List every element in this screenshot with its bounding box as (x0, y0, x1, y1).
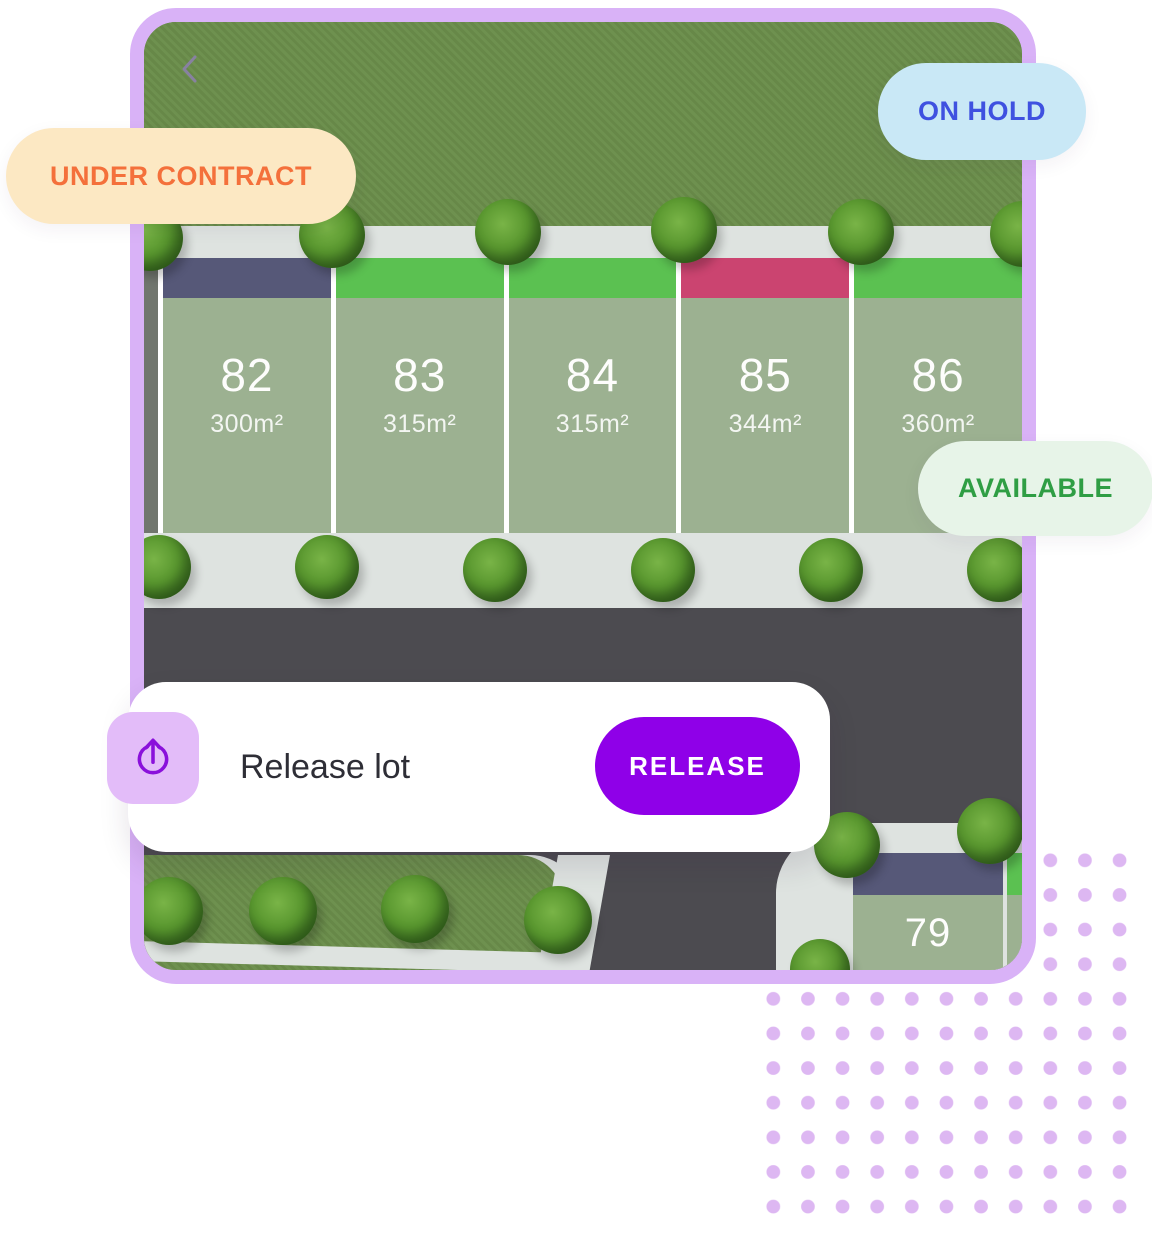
lot-number: 86 (911, 349, 965, 401)
lot-82-status-strip (163, 258, 331, 298)
release-button-label: RELEASE (629, 750, 766, 781)
lot-82-parcel: 82 300m² (163, 298, 331, 533)
lot-82[interactable]: 82 300m² (163, 258, 331, 533)
adjacent-lot-parcel (1007, 895, 1022, 970)
bush (967, 538, 1022, 602)
release-button[interactable]: RELEASE (595, 717, 800, 815)
road-edge (144, 258, 158, 533)
under-contract-badge: UNDER CONTRACT (6, 128, 356, 224)
lot-84[interactable]: 84 315m² (508, 258, 677, 533)
lot-area: 344m² (728, 410, 802, 438)
tree (475, 199, 541, 265)
lot-number: 85 (738, 349, 792, 401)
bush (144, 535, 191, 599)
lot-number: 79 (904, 910, 952, 955)
upload-icon (130, 733, 176, 784)
upload-icon-tile (107, 712, 199, 804)
lot-area: 315m² (555, 410, 630, 438)
lot-86-status-strip (854, 258, 1022, 298)
lot-85-status-strip (681, 258, 850, 298)
bush (799, 538, 863, 602)
tree (828, 199, 894, 265)
tree (651, 197, 717, 263)
lot-85[interactable]: 85 344m² (681, 258, 850, 533)
bush (631, 538, 695, 602)
tree (144, 877, 203, 945)
tree (957, 798, 1022, 864)
bush (463, 538, 527, 602)
lot-84-parcel: 84 315m² (508, 298, 677, 533)
tree (381, 875, 449, 943)
sidewalk-bottom (144, 533, 1022, 608)
back-button[interactable] (170, 48, 210, 92)
available-label: AVAILABLE (958, 473, 1113, 503)
lot-area: 360m² (901, 410, 975, 438)
lot-area: 300m² (210, 410, 284, 438)
lot-area: 315m² (383, 410, 457, 438)
lot-number: 83 (393, 349, 447, 401)
on-hold-label: ON HOLD (918, 96, 1046, 126)
lot-85-parcel: 85 344m² (681, 298, 850, 533)
lot-79-parcel[interactable]: 79 (853, 895, 1003, 970)
lot-83-status-strip (335, 258, 504, 298)
lot-number: 82 (220, 349, 274, 401)
under-contract-label: UNDER CONTRACT (50, 160, 312, 191)
release-lot-title: Release lot (240, 747, 411, 786)
chevron-left-icon (177, 52, 203, 89)
lot-84-status-strip (508, 258, 677, 298)
lot-83-parcel: 83 315m² (335, 298, 504, 533)
release-lot-card: Release lot RELEASE (107, 682, 830, 852)
lots-row: 82 300m² 83 315m² 84 315m² (144, 258, 1022, 533)
on-hold-badge: ON HOLD (878, 63, 1086, 160)
tree (524, 886, 592, 954)
bush (295, 535, 359, 599)
adjacent-lot-strip (1007, 853, 1022, 895)
tree (249, 877, 317, 945)
lot-83[interactable]: 83 315m² (335, 258, 504, 533)
available-badge: AVAILABLE (918, 441, 1152, 536)
lot-number: 84 (565, 349, 620, 401)
